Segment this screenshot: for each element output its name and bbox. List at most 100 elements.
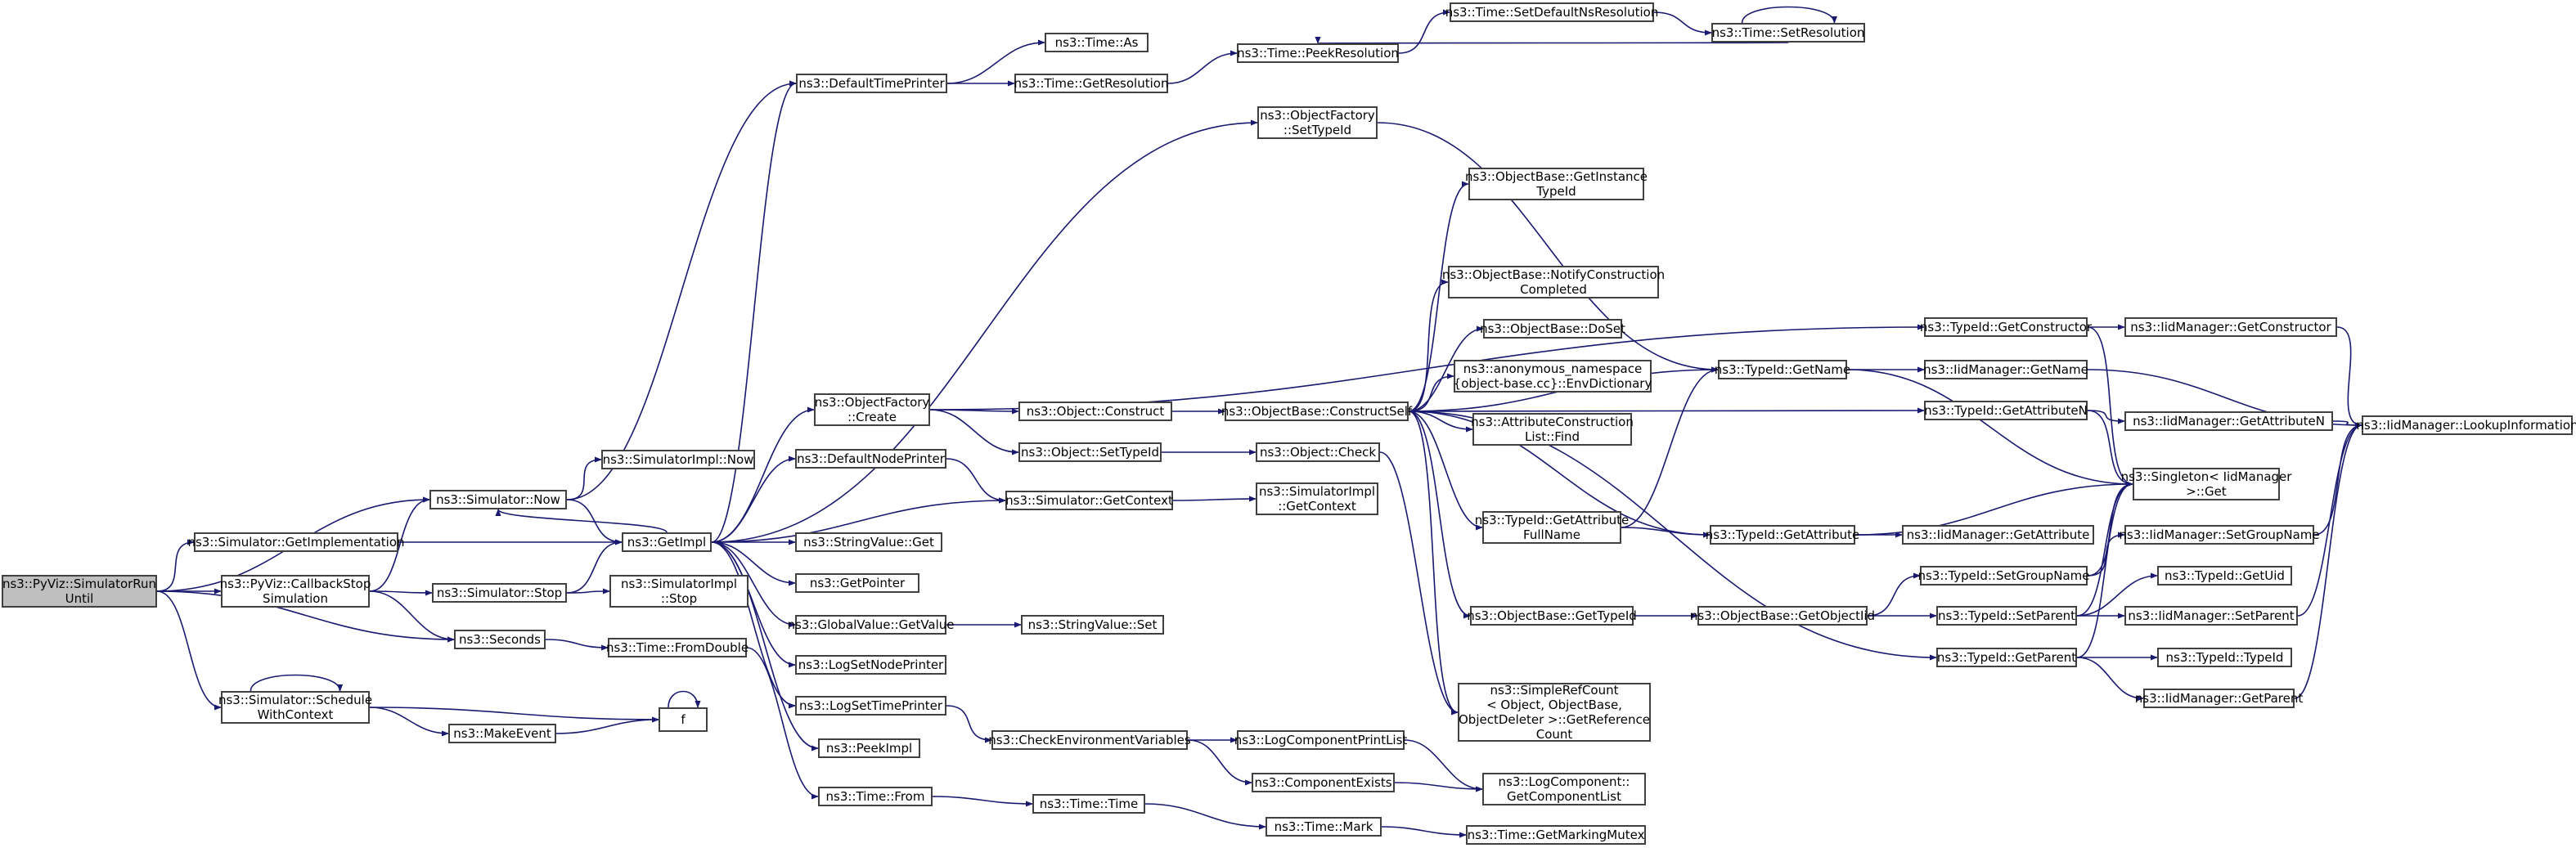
node-label-line: ns3::SimpleRefCount [1490, 683, 1619, 698]
node-time-setdefns[interactable]: ns3::Time::SetDefaultNsResolution [1445, 2, 1658, 22]
node-objbase-gettypeid[interactable]: ns3::ObjectBase::GetTypeId [1467, 606, 1637, 626]
node-label-line: ns3::IidManager::LookupInformation [2356, 418, 2576, 433]
node-singleton-get[interactable]: ns3::Singleton< IidManager>::Get [2121, 468, 2291, 500]
node-iidmanager-setgroupname[interactable]: ns3::IidManager::SetGroupName [2119, 525, 2320, 545]
node-typeid-getuid[interactable]: ns3::TypeId::GetUid [2157, 566, 2292, 586]
node-time-getmarkingmutex[interactable]: ns3::Time::GetMarkingMutex [1466, 825, 1646, 845]
node-makeevent[interactable]: ns3::MakeEvent [448, 724, 556, 743]
node-iidmanager-getparent[interactable]: ns3::IidManager::GetParent [2135, 689, 2303, 708]
node-logcomponent-getcomponentlist[interactable]: ns3::LogComponent::GetComponentList [1482, 773, 1646, 805]
node-iidmanager-setparent[interactable]: ns3::IidManager::SetParent [2124, 606, 2298, 626]
node-time-fromdouble[interactable]: ns3::Time::FromDouble [606, 638, 749, 657]
node-globalvalue-getvalue[interactable]: ns3::GlobalValue::GetValue [787, 615, 955, 635]
edge-default-time-printer-to-time-as [946, 39, 1045, 84]
edge-pyviz-to-seconds [156, 590, 455, 643]
node-default-node-printer[interactable]: ns3::DefaultNodePrinter [795, 449, 946, 469]
node-label-line: ns3::IidManager::GetName [1923, 362, 2088, 377]
node-sim-getimpl[interactable]: ns3::Simulator::GetImplementation [187, 532, 405, 552]
node-typeid-getparent[interactable]: ns3::TypeId::GetParent [1936, 648, 2077, 667]
node-stringvalue-get[interactable]: ns3::StringValue::Get [795, 532, 942, 552]
node-typeid-setgroupname[interactable]: ns3::TypeId::SetGroupName [1917, 566, 2090, 586]
node-iidmanager-getattribute[interactable]: ns3::IidManager::GetAttribute [1902, 525, 2094, 545]
node-objfactory-settypeid[interactable]: ns3::ObjectFactory::SetTypeId [1257, 106, 1378, 139]
edge-objbase-constructself-to-env-dictionary [1408, 373, 1454, 412]
node-label-line: ns3::Time::From [825, 789, 925, 804]
node-component-exists[interactable]: ns3::ComponentExists [1252, 773, 1395, 792]
node-label-line: FullName [1523, 527, 1580, 542]
node-label-line: ns3::Simulator::GetImplementation [187, 535, 405, 550]
node-objfactory-create[interactable]: ns3::ObjectFactory::Create [814, 393, 930, 426]
node-time-time[interactable]: ns3::Time::Time [1032, 794, 1145, 814]
node-iidmanager-lookupinformation[interactable]: ns3::IidManager::LookupInformation [2356, 415, 2576, 435]
node-typeid-typeid[interactable]: ns3::TypeId::TypeId [2157, 648, 2292, 667]
node-peekimpl[interactable]: ns3::PeekImpl [818, 738, 920, 758]
edge-typeid-getname-to-singleton-get [1846, 369, 2133, 487]
node-label-line: Simulation [263, 591, 328, 606]
node-label-line: Count [1535, 727, 1573, 742]
node-object-construct[interactable]: ns3::Object::Construct [1018, 402, 1172, 421]
node-typeid-getattribute[interactable]: ns3::TypeId::GetAttribute [1706, 525, 1859, 545]
node-objbase-doset[interactable]: ns3::ObjectBase::DoSet [1480, 319, 1625, 339]
node-stringvalue-set[interactable]: ns3::StringValue::Set [1021, 615, 1164, 635]
node-log-set-node-printer[interactable]: ns3::LogSetNodePrinter [795, 655, 946, 675]
node-object-settypeid[interactable]: ns3::Object::SetTypeId [1018, 442, 1162, 462]
node-label-line: ns3::Time::Mark [1274, 819, 1373, 834]
node-time-getres[interactable]: ns3::Time::GetResolution [1014, 74, 1168, 93]
node-label-line: ns3::IidManager::GetAttribute [1906, 527, 2090, 542]
node-typeid-getattributen[interactable]: ns3::TypeId::GetAttributeN [1924, 401, 2088, 420]
edge-pyviz-cbstop-to-sim-now [369, 496, 430, 592]
node-sim-getcontext[interactable]: ns3::Simulator::GetContext [1005, 491, 1173, 510]
node-iidmanager-getname[interactable]: ns3::IidManager::GetName [1923, 360, 2088, 379]
node-time-mark[interactable]: ns3::Time::Mark [1266, 817, 1382, 837]
node-simimpl-now[interactable]: ns3::SimulatorImpl::Now [601, 450, 755, 469]
node-typeid-getname[interactable]: ns3::TypeId::GetName [1715, 360, 1850, 379]
node-label-line: f [681, 712, 686, 727]
node-time-as[interactable]: ns3::Time::As [1045, 33, 1149, 52]
edge-time-peekres-to-time-setdefns [1398, 9, 1450, 54]
node-simimpl-getcontext[interactable]: ns3::SimulatorImpl::GetContext [1256, 482, 1378, 515]
node-label-line: ns3::TypeId::GetParent [1936, 650, 2077, 665]
node-typeid-getconstructor[interactable]: ns3::TypeId::GetConstructor [1920, 317, 2092, 337]
node-time-setres[interactable]: ns3::Time::SetResolution [1711, 23, 1865, 43]
node-time-from[interactable]: ns3::Time::From [818, 787, 933, 806]
edge-sched-ctx-to-f [369, 707, 659, 723]
node-label-line: WithContext [257, 707, 334, 722]
node-check-env-vars[interactable]: ns3::CheckEnvironmentVariables [988, 730, 1191, 750]
node-label-line: ns3::Object::Check [1259, 445, 1377, 460]
node-simplerefcount-getrefcount[interactable]: ns3::SimpleRefCount< Object, ObjectBase,… [1458, 683, 1651, 742]
node-f[interactable]: f [659, 707, 708, 732]
node-log-component-print-list[interactable]: ns3::LogComponentPrintList [1234, 730, 1407, 750]
edge-sim-now-to-simimpl-now [566, 456, 602, 500]
node-env-dictionary[interactable]: ns3::anonymous_namespace{object-base.cc}… [1454, 360, 1652, 393]
edge-time-setdefns-to-time-setres [1653, 11, 1712, 36]
node-simimpl-stop[interactable]: ns3::SimulatorImpl::Stop [609, 575, 749, 608]
node-iidmanager-getattributen[interactable]: ns3::IidManager::GetAttributeN [2124, 411, 2333, 431]
node-sim-now[interactable]: ns3::Simulator::Now [429, 490, 567, 509]
node-objbase-constructself[interactable]: ns3::ObjectBase::ConstructSelf [1221, 402, 1412, 421]
node-object-check[interactable]: ns3::Object::Check [1256, 442, 1380, 462]
edge-objbase-constructself-to-objbase-notifyconstructioncompleted [1408, 279, 1449, 412]
node-label-line: ns3::IidManager::GetAttributeN [2133, 414, 2325, 428]
node-label-line: ObjectDeleter >::GetReference [1458, 712, 1651, 727]
node-label-line: ns3::IidManager::GetConstructor [2130, 320, 2331, 334]
node-sim-stop[interactable]: ns3::Simulator::Stop [432, 583, 567, 603]
node-typeid-setparent[interactable]: ns3::TypeId::SetParent [1936, 606, 2077, 626]
node-seconds[interactable]: ns3::Seconds [454, 630, 546, 649]
node-label-line: ns3::Time::SetResolution [1711, 25, 1865, 40]
node-default-time-printer[interactable]: ns3::DefaultTimePrinter [796, 74, 947, 93]
node-log-set-time-printer[interactable]: ns3::LogSetTimePrinter [795, 696, 946, 716]
node-iidmanager-getconstructor[interactable]: ns3::IidManager::GetConstructor [2124, 317, 2337, 337]
node-objbase-getobjectiid[interactable]: ns3::ObjectBase::GetObjectIid [1690, 606, 1875, 626]
edge-typeid-setparent-to-singleton-get [2076, 481, 2133, 617]
node-getimpl[interactable]: ns3::GetImpl [622, 532, 712, 552]
node-label-line: ns3::anonymous_namespace [1463, 361, 1643, 376]
node-getpointer[interactable]: ns3::GetPointer [795, 573, 919, 593]
node-time-peekres[interactable]: ns3::Time::PeekResolution [1237, 43, 1399, 63]
